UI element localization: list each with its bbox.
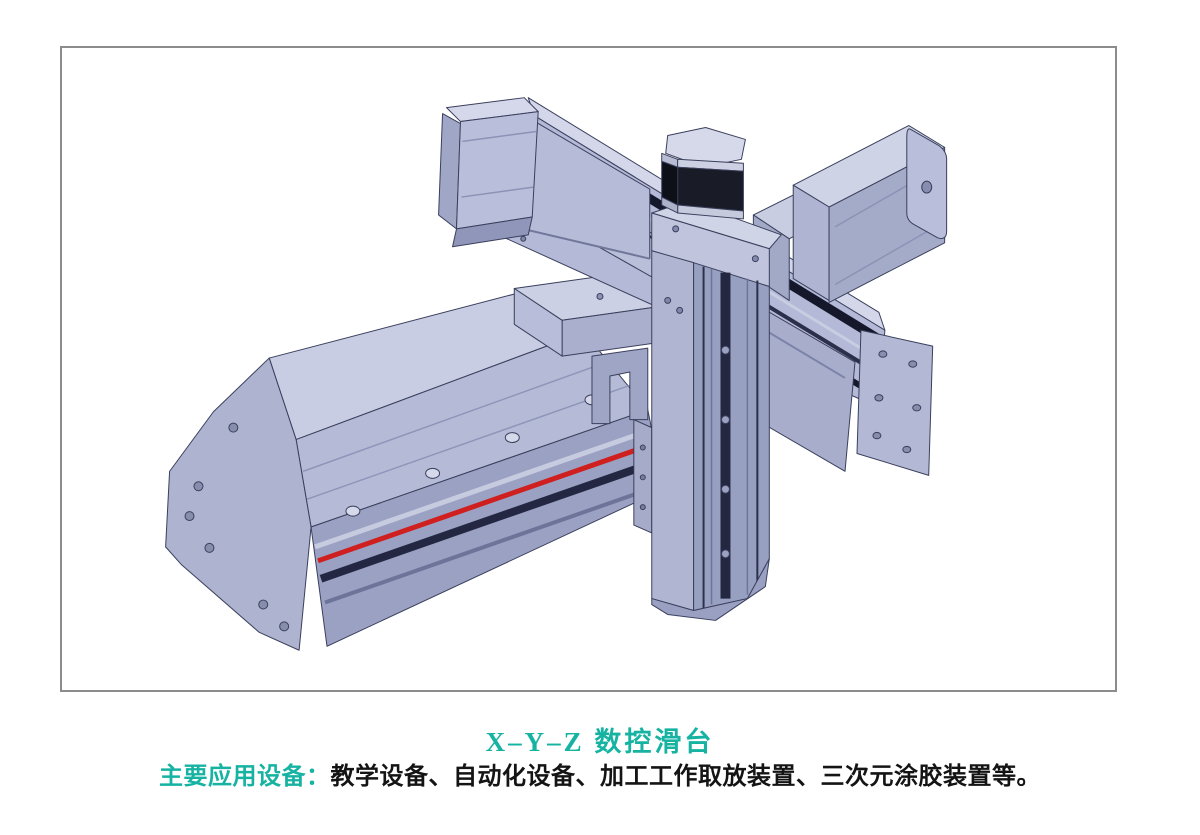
applications-label: 主要应用设备： xyxy=(159,763,331,790)
y-axis-end-plate xyxy=(856,329,934,476)
applications-text: 教学设备、自动化设备、加工工作取放装置、三次元涂胶装置等。 xyxy=(330,763,1041,790)
x-axis-red-stripe xyxy=(317,441,656,564)
z-axis-column xyxy=(633,200,782,621)
x-axis-motor xyxy=(752,125,948,303)
x-axis-rail xyxy=(165,291,665,651)
z-motor-body xyxy=(677,166,744,212)
applications-line: 主要应用设备：教学设备、自动化设备、加工工作取放装置、三次元涂胶装置等。 xyxy=(0,756,1200,791)
machine-illustration xyxy=(165,97,948,651)
figure-title: X–Y–Z 数控滑台 xyxy=(485,727,715,757)
y-axis-motor xyxy=(438,97,539,248)
z-axis-motor xyxy=(661,127,746,220)
figure-frame xyxy=(60,46,1117,692)
z-motor-cap xyxy=(665,127,746,168)
x-axis-end-cap xyxy=(165,357,312,651)
